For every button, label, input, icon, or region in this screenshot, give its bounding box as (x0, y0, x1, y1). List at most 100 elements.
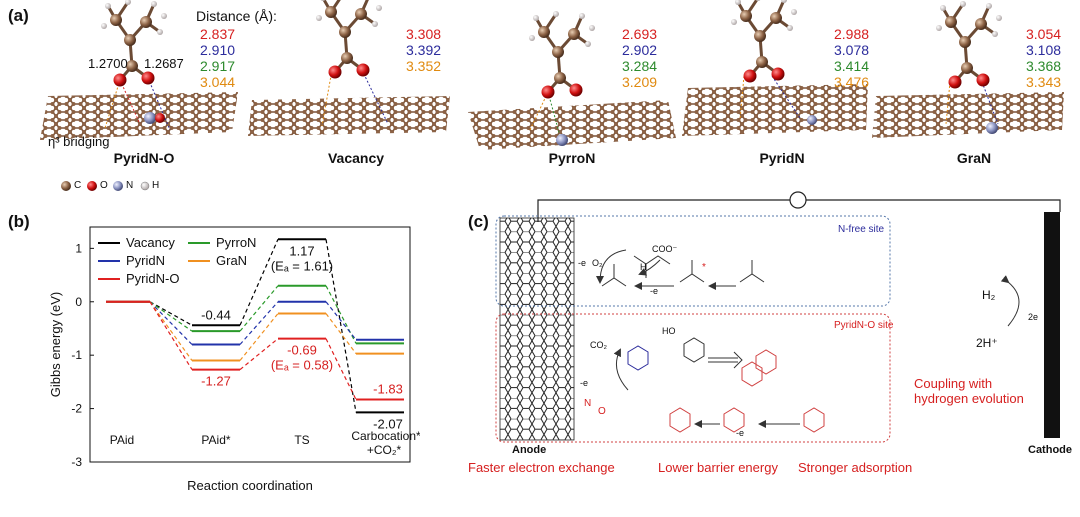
distance-value: 3.343 (1026, 74, 1062, 90)
pyridn-o-molecules (613, 337, 825, 433)
legend-label: GraN (216, 253, 247, 268)
n-free-site-label: N-free site (838, 224, 885, 235)
annotation-vacancy-ts: 1.17 (289, 243, 314, 258)
o-label: O (598, 406, 606, 417)
structure-pyridn (682, 0, 868, 136)
distance-value: 2.902 (622, 42, 658, 58)
energy-connector (149, 301, 193, 332)
distance-value: 3.308 (406, 26, 442, 42)
svg-text:*: * (702, 262, 706, 273)
legend-label: Vacancy (126, 235, 175, 250)
n-plus-label: N (584, 398, 592, 409)
annotation-pyridn-o-ts: -0.69 (287, 343, 317, 358)
o2-label: O₂ (592, 258, 603, 268)
bottom-label: Stronger adsorption (798, 460, 913, 475)
circuit-wire (537, 199, 1061, 222)
energy-connector (239, 338, 279, 371)
cathode-electrode (1044, 212, 1060, 438)
minus-e-label: -e (578, 258, 587, 268)
h2-label: H₂ (982, 288, 996, 302)
y-tick-label: -2 (71, 402, 82, 416)
minus-e-label: -e (580, 378, 589, 388)
distance-value: 3.078 (834, 42, 870, 58)
structure-name: PyrroN (548, 150, 596, 166)
voltmeter-icon (789, 191, 807, 209)
structure-name: Vacancy (327, 150, 385, 166)
electrochemical-scheme: * (495, 191, 1061, 443)
distance-value: 3.368 (1026, 58, 1062, 74)
energy-connector (239, 313, 279, 361)
atom-legend-label: H (152, 180, 160, 191)
n-free-molecules (596, 249, 765, 290)
x-category-label: TS (294, 433, 309, 447)
distance-value: 2.837 (200, 26, 236, 42)
o-atom-icon (87, 181, 97, 191)
energy-connector (149, 301, 193, 326)
bottom-label: Faster electron exchange (468, 460, 615, 475)
distance-value: 2.988 (834, 26, 870, 42)
distance-value: 3.352 (406, 58, 442, 74)
energy-connector (325, 239, 357, 413)
cathode-arrow (1000, 275, 1020, 327)
cathode-label: Cathode (1028, 444, 1072, 456)
h-atom-icon (140, 181, 150, 191)
panel-b-label: (b) (8, 212, 30, 231)
bridging-label: η³ bridging (48, 134, 110, 149)
energy-connector (239, 285, 279, 332)
anode-label: Anode (512, 444, 547, 456)
panel-a-label: (a) (8, 6, 29, 25)
x-category-label: +CO₂* (367, 443, 402, 457)
x-axis-label: Reaction coordination (187, 478, 313, 493)
distances-pyridn: 2.988 3.078 3.414 3.476 (834, 26, 869, 90)
y-tick-label: 0 (75, 295, 82, 309)
legend-label: PyrroN (216, 235, 256, 250)
energy-connector (325, 338, 357, 400)
distance-value: 2.917 (200, 58, 236, 74)
minus-e-label: -e (650, 286, 659, 296)
distance-header: Distance (Å): (196, 8, 277, 24)
annotation-vacancy-intermediate: -0.44 (201, 307, 231, 322)
bond-length-2: 1.2687 (144, 56, 184, 71)
energy-connector (325, 301, 357, 341)
legend-label: PyridN-O (126, 271, 179, 286)
annotation-pyridn-o-ea: (Eₐ = 0.58) (271, 358, 333, 373)
panel-c-label: (c) (468, 212, 489, 231)
structure-name: PyridN-O (113, 150, 175, 166)
bond-length-1: 1.2700 (88, 56, 128, 71)
distance-value: 3.284 (622, 58, 658, 74)
y-tick-label: -1 (71, 348, 82, 362)
distance-value: 3.392 (406, 42, 442, 58)
distance-value: 3.209 (622, 74, 658, 90)
atom-legend-label: C (74, 180, 82, 191)
energy-connector (325, 313, 357, 354)
atom-legend-label: O (100, 180, 108, 191)
annotation-pyridn-o-intermediate: -1.27 (201, 374, 231, 389)
distances-pyrron: 2.693 2.902 3.284 3.209 (622, 26, 657, 90)
coo-label: COO⁻ (652, 244, 678, 254)
two-h-label: 2H⁺ (976, 336, 998, 350)
ho-label: HO (662, 326, 676, 336)
plot-frame (89, 226, 411, 463)
structure-vacancy (248, 0, 450, 136)
two-e-label: 2e (1028, 312, 1039, 322)
distance-value: 3.108 (1026, 42, 1062, 58)
atom-legend-label: N (126, 180, 134, 191)
distance-value: 3.476 (834, 74, 870, 90)
chart-annotations: 1.17(Eₐ = 1.61)-0.44-1.27-0.69(Eₐ = 0.58… (201, 243, 403, 431)
legend-label: PyridN (126, 253, 165, 268)
structure-name: PyridN (759, 150, 805, 166)
coupling-label: Coupling with hydrogen evolution (914, 376, 1024, 406)
structure-name: GraN (956, 150, 992, 166)
x-category-label: PAid (110, 433, 134, 447)
energy-connector (149, 301, 193, 361)
energy-connector (149, 301, 193, 370)
n-free-site-box (495, 215, 891, 307)
co2-label: CO₂ (590, 340, 607, 350)
chart-series (106, 238, 404, 414)
distance-value: 3.044 (200, 74, 236, 90)
n-atom-icon (113, 181, 123, 191)
x-category-label: Carbocation* (351, 429, 420, 443)
pyridn-o-site-label: PyridN-O site (834, 320, 894, 331)
distance-value: 2.693 (622, 26, 658, 42)
